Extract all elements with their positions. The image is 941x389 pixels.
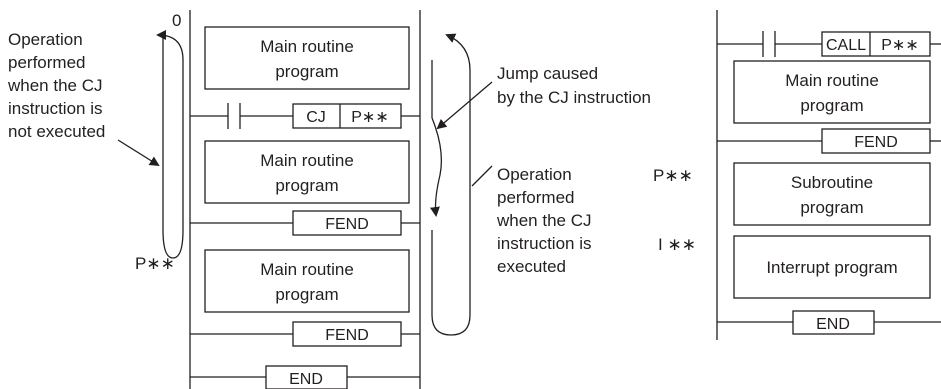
svg-text:instruction is: instruction is xyxy=(497,234,591,253)
not-executed-loop: 0 P∗∗ xyxy=(135,11,184,273)
note-not-executed: Operation performed when the CJ instruct… xyxy=(7,30,160,167)
main-routine-box-2: Main routine program xyxy=(204,140,410,204)
interrupt-program-box: I ∗∗ Interrupt program xyxy=(658,235,931,299)
svg-text:END: END xyxy=(816,316,850,333)
end-rung: END xyxy=(190,365,420,389)
svg-text:program: program xyxy=(800,96,863,115)
cj-pointer: P∗∗ xyxy=(351,109,388,126)
call-instruction-box xyxy=(821,31,931,57)
svg-text:Subroutine: Subroutine xyxy=(791,173,873,192)
svg-text:by the CJ instruction: by the CJ instruction xyxy=(497,88,651,107)
main-routine-box-1: Main routine program xyxy=(204,26,410,90)
svg-text:Main routine: Main routine xyxy=(260,151,354,170)
fend-rung-2: FEND xyxy=(190,321,420,347)
fend-rung-1: FEND xyxy=(190,210,420,236)
subroutine-box: P∗∗ Subroutine program xyxy=(653,162,931,226)
svg-text:Jump caused: Jump caused xyxy=(497,64,598,83)
subroutine-pointer-label: P∗∗ xyxy=(653,166,693,185)
right-main-routine-box: Main routine program xyxy=(733,60,931,124)
svg-text:not executed: not executed xyxy=(8,122,105,141)
call-rung: CALL P∗∗ xyxy=(717,31,941,57)
svg-text:program: program xyxy=(275,285,338,304)
cj-label: CJ xyxy=(306,109,326,126)
svg-text:when the CJ: when the CJ xyxy=(7,76,103,95)
step-zero-label: 0 xyxy=(172,11,181,30)
call-diagram: CALL P∗∗ Main routine program FEND P∗∗ S… xyxy=(653,10,941,340)
svg-text:executed: executed xyxy=(497,257,566,276)
cj-rung: CJ P∗∗ xyxy=(190,103,420,129)
svg-text:program: program xyxy=(800,198,863,217)
svg-text:Main routine: Main routine xyxy=(260,37,354,56)
note-executed: Operation performed when the CJ instruct… xyxy=(471,165,592,276)
svg-text:Interrupt program: Interrupt program xyxy=(766,258,897,277)
svg-text:Main routine: Main routine xyxy=(260,260,354,279)
svg-text:performed: performed xyxy=(8,53,85,72)
interrupt-pointer-label: I ∗∗ xyxy=(658,235,696,254)
pointer-label: P∗∗ xyxy=(135,254,175,273)
svg-text:FEND: FEND xyxy=(854,134,898,151)
svg-text:P∗∗: P∗∗ xyxy=(881,37,918,54)
svg-text:CALL: CALL xyxy=(826,37,866,54)
svg-text:Operation: Operation xyxy=(8,30,83,49)
svg-text:program: program xyxy=(275,176,338,195)
right-end-rung: END xyxy=(717,310,941,335)
note-jump: Jump caused by the CJ instruction xyxy=(436,64,651,130)
svg-text:program: program xyxy=(275,62,338,81)
main-routine-box-3: Main routine program xyxy=(204,249,410,313)
svg-text:instruction is: instruction is xyxy=(8,99,102,118)
svg-text:Main routine: Main routine xyxy=(785,71,879,90)
svg-text:when the CJ: when the CJ xyxy=(496,211,592,230)
right-fend-rung: FEND xyxy=(717,128,941,154)
svg-text:Operation: Operation xyxy=(497,165,572,184)
svg-text:FEND: FEND xyxy=(325,216,369,233)
cj-diagram: Main routine program CJ P∗∗ Main routine… xyxy=(7,10,651,389)
svg-text:performed: performed xyxy=(497,188,574,207)
svg-text:FEND: FEND xyxy=(325,327,369,344)
executed-loop xyxy=(429,33,471,336)
svg-text:END: END xyxy=(289,371,323,388)
